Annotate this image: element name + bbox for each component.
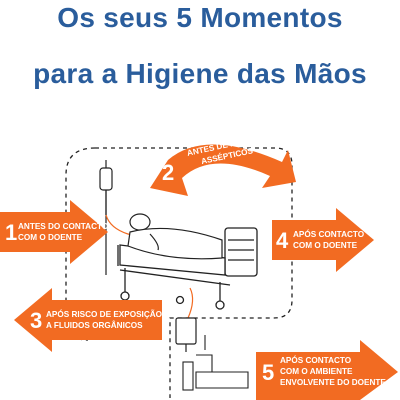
moment-5-line-1: APÓS CONTACTO bbox=[280, 356, 352, 365]
moment-2-number: 2 bbox=[162, 160, 175, 185]
moment-1-arrow bbox=[0, 200, 108, 264]
moment-3-line-2: A FLUIDOS ORGÂNICOS bbox=[46, 321, 143, 330]
drainage-bag-icon bbox=[175, 287, 197, 352]
moment-4-label: APÓS CONTACTO COM O DOENTE bbox=[293, 229, 364, 251]
title-line-2: para a Higiene das Mãos bbox=[33, 58, 367, 89]
patient-icon bbox=[127, 213, 223, 260]
moment-5-number: 5 bbox=[262, 360, 275, 385]
environment-bed-icon bbox=[182, 335, 249, 391]
patient-zone-dashed-outline bbox=[65, 147, 293, 398]
moment-3-label: APÓS RISCO DE EXPOSIÇÃO A FLUIDOS ORGÂNI… bbox=[46, 309, 162, 331]
moment-2-arrow bbox=[150, 144, 296, 196]
moment-4-arrow bbox=[272, 208, 374, 272]
moment-3-arrow bbox=[14, 288, 162, 352]
moment-5-line-2: COM O AMBIENTE bbox=[280, 367, 353, 376]
moment-4-line-1: APÓS CONTACTO bbox=[293, 230, 365, 239]
moment-1-line-1: ANTES DO CONTACTO bbox=[18, 222, 109, 231]
moment-1-line-2: COM O DOENTE bbox=[18, 233, 83, 242]
moment-1-number: 1 bbox=[5, 220, 18, 245]
moment-5-label: APÓS CONTACTO COM O AMBIENTE ENVOLVENTE … bbox=[280, 355, 386, 388]
moment-5-line-3: ENVOLVENTE DO DOENTE bbox=[280, 378, 386, 387]
title-line-1: Os seus 5 Momentos bbox=[57, 2, 343, 33]
moment-5-arrow bbox=[256, 340, 398, 400]
moment-3-number: 3 bbox=[30, 308, 43, 333]
moment-3-line-1: APÓS RISCO DE EXPOSIÇÃO bbox=[46, 310, 163, 319]
moment-4-number: 4 bbox=[276, 228, 289, 253]
moment-4-line-2: COM O DOENTE bbox=[293, 241, 358, 250]
moment-1-label: ANTES DO CONTACTO COM O DOENTE bbox=[18, 221, 108, 243]
